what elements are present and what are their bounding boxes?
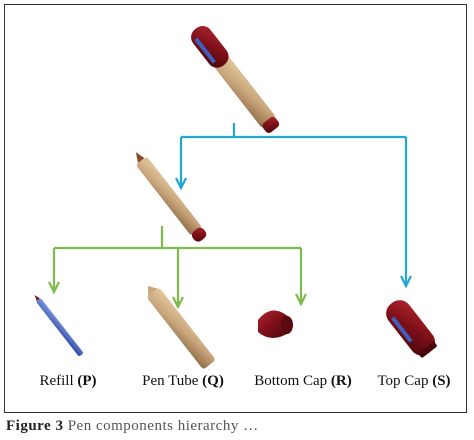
figure-caption: Figure 3 Pen components hierarchy …	[6, 418, 259, 435]
bottom-cap-label: Bottom Cap (R)	[254, 373, 352, 390]
refill-illustration	[34, 295, 83, 356]
pen-tube-label: Pen Tube (Q)	[142, 373, 224, 390]
bottom-cap-illustration	[258, 310, 293, 338]
pen-tube-code: (Q)	[202, 373, 224, 389]
top-cap-name: Top Cap	[377, 373, 433, 389]
caption-lead: Figure 3	[6, 418, 64, 434]
bottom-cap-name: Bottom Cap	[254, 373, 331, 389]
subassembly-illustration	[135, 152, 207, 242]
refill-label: Refill (P)	[39, 373, 96, 390]
level1-connector	[175, 123, 412, 289]
bottom-cap-code: (R)	[330, 373, 352, 389]
pen-tube-name: Pen Tube	[142, 373, 203, 389]
caption-rest: Pen components hierarchy …	[63, 418, 259, 434]
refill-code: (P)	[77, 373, 97, 389]
top-cap-illustration	[386, 300, 437, 358]
level2-connector	[48, 226, 307, 310]
refill-name: Refill	[39, 373, 78, 389]
pen-tube-illustration	[147, 286, 215, 369]
top-cap-code: (S)	[432, 373, 451, 389]
top-cap-label: Top Cap (S)	[377, 373, 450, 390]
assembled-pen-illustration	[191, 26, 280, 133]
